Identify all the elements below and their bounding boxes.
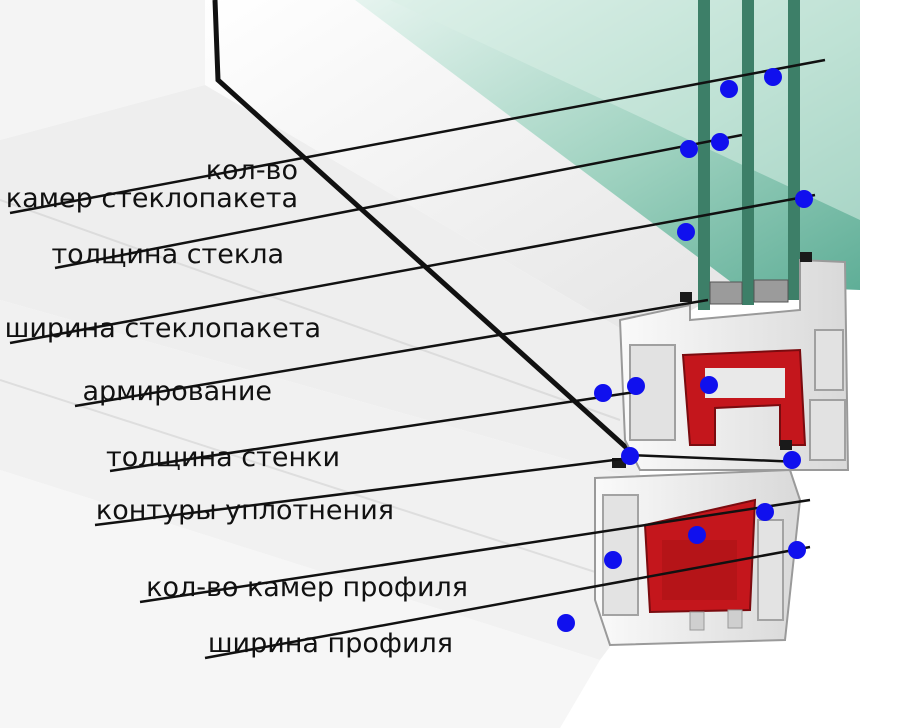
leader-seal-2 (629, 453, 801, 464)
marker-dot (604, 551, 622, 569)
marker-dot (795, 190, 813, 208)
marker-dot (627, 377, 645, 395)
leader-wall-thickness (109, 390, 636, 473)
labels: кол-во камер стеклопакета толщина стекла… (5, 155, 468, 659)
marker-dot (788, 541, 806, 559)
leader-unit-width (9, 193, 816, 345)
marker-dot (594, 384, 612, 402)
frame-body (0, 0, 735, 660)
glass-pane-3 (788, 0, 800, 300)
marker-dot (756, 503, 774, 521)
marker-dot (711, 133, 729, 151)
spacer-1 (709, 281, 743, 305)
label-profile-chambers: кол-во камер профиля (146, 572, 468, 603)
spacer-2 (753, 279, 789, 303)
glass-pane-2 (742, 0, 754, 305)
glass-unit (355, 0, 860, 310)
label-seal-contours: контуры уплотнения (96, 495, 394, 526)
marker-dot (621, 447, 639, 465)
glass-pane-1 (698, 0, 710, 310)
label-profile-width: ширина профиля (208, 628, 453, 659)
leader-chambers-unit (9, 58, 826, 215)
leader-lines (9, 58, 826, 660)
marker-dot (720, 80, 738, 98)
frame-profile (594, 468, 802, 647)
label-unit-width: ширина стеклопакета (5, 313, 321, 344)
marker-dot (677, 223, 695, 241)
leader-profile-chambers (139, 498, 811, 604)
marker-dot (764, 68, 782, 86)
label-wall-thickness: толщина стенки (106, 442, 340, 473)
marker-dot (557, 614, 575, 632)
frame-seal-line (212, 0, 642, 462)
label-reinforcement: армирование (82, 376, 272, 407)
label-chambers-unit-line2: камер стеклопакета (6, 183, 298, 214)
label-glass-thickness: толщина стекла (51, 239, 284, 270)
leader-profile-width (204, 545, 811, 660)
label-chambers-unit-line1: кол-во (206, 155, 298, 186)
leader-glass-thickness (54, 133, 743, 270)
gaskets (612, 252, 812, 468)
leader-seal (94, 456, 631, 527)
marker-dot (680, 140, 698, 158)
sash-profile (618, 258, 850, 471)
marker-dot (783, 451, 801, 469)
marker-dots (557, 68, 813, 632)
marker-dot (700, 376, 718, 394)
marker-dot (688, 526, 706, 544)
leader-reinforcement (74, 298, 709, 408)
